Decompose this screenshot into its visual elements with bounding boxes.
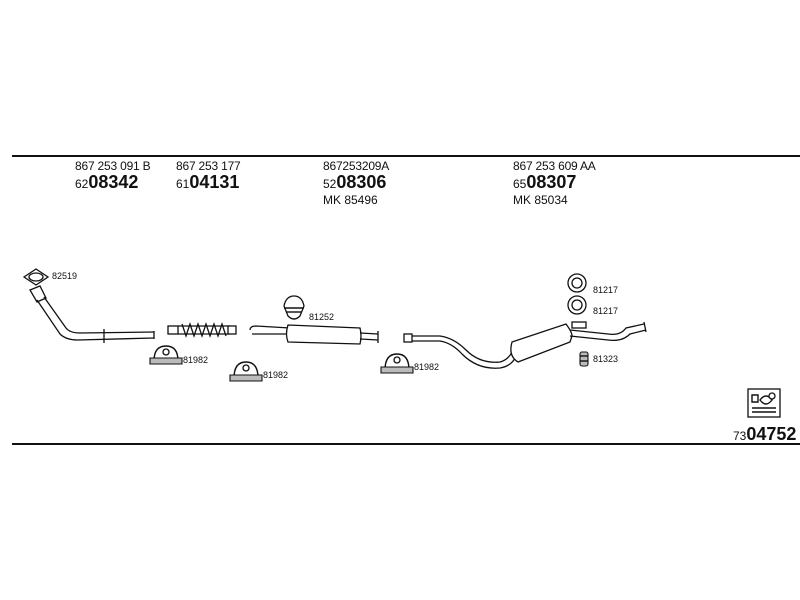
o-ring-icon	[567, 295, 587, 315]
column-flex-pipe: 867 253 177 6104131	[176, 159, 241, 193]
oem-part-number: 867 253 609 AA	[513, 159, 596, 173]
catalog-book-icon	[747, 388, 781, 418]
bottom-divider	[12, 443, 800, 445]
label-o-ring: 81217	[593, 285, 619, 295]
column-front-pipe: 867 253 091 B 6208342	[75, 159, 151, 193]
article-number: 5208306	[323, 172, 387, 192]
front-pipe	[29, 285, 155, 343]
oem-part-number: 867 253 091 B	[75, 159, 151, 173]
complete-system-number: 7304752	[733, 424, 797, 444]
column-middle-silencer: 867253209A 5208306 MK 85496	[323, 159, 389, 207]
exhaust-gasket-icon	[22, 268, 50, 286]
label-mount: 81323	[593, 354, 619, 364]
top-divider	[12, 155, 800, 157]
label-clamp: 81982	[414, 362, 440, 372]
column-rear-silencer: 867 253 609 AA 6508307 MK 85034	[513, 159, 596, 207]
pipe-clamp-icon	[229, 361, 263, 382]
oem-part-number: 867253209A	[323, 159, 390, 173]
rear-pipe-and-silencer	[403, 321, 647, 369]
mounting-kit-number: MK 85034	[513, 193, 568, 207]
article-number: 6104131	[176, 172, 240, 192]
label-clamp: 81982	[263, 370, 289, 380]
middle-silencer	[249, 324, 379, 345]
oem-part-number: 867 253 177	[176, 159, 241, 173]
label-gasket: 82519	[52, 271, 78, 281]
pipe-clamp-icon	[149, 345, 183, 365]
flex-pipe	[167, 321, 237, 339]
article-number: 6208342	[75, 172, 139, 192]
mounting-kit-number: MK 85496	[323, 193, 378, 207]
rubber-hanger-icon	[283, 295, 305, 320]
label-o-ring: 81217	[593, 306, 619, 316]
rubber-mount-icon	[579, 351, 589, 367]
label-clamp: 81982	[183, 355, 209, 365]
label-hanger: 81252	[309, 312, 335, 322]
o-ring-icon	[567, 273, 587, 293]
pipe-clamp-icon	[380, 353, 414, 374]
article-number: 6508307	[513, 172, 577, 192]
